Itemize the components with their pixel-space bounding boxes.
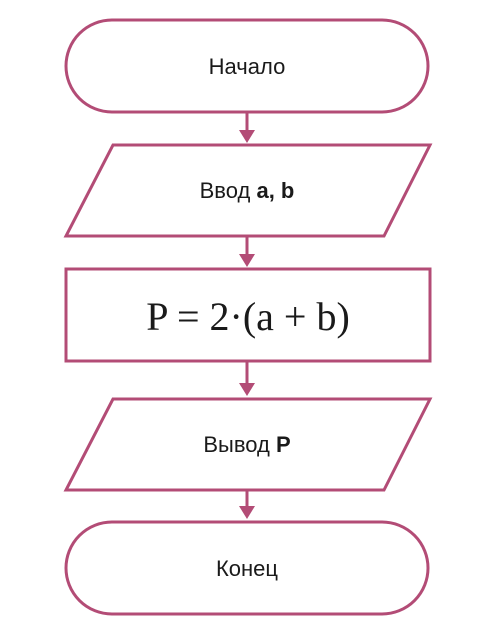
output-block: Вывод P <box>63 397 433 492</box>
input-block: Ввод a, b <box>63 143 433 238</box>
process-block: P = 2·(a + b) <box>64 267 432 363</box>
arrow-start-to-input <box>239 112 255 143</box>
output-label-vars: P <box>276 432 291 457</box>
output-label: Вывод P <box>203 432 290 457</box>
arrow-input-to-process <box>239 236 255 267</box>
arrow-process-to-output <box>239 361 255 396</box>
start-label: Начало <box>209 54 286 79</box>
output-label-prefix: Вывод <box>203 432 276 457</box>
input-label: Ввод a, b <box>200 178 295 203</box>
start-terminator: Начало <box>64 18 430 114</box>
arrow-output-to-end <box>239 490 255 519</box>
input-parallelogram <box>63 143 433 238</box>
input-label-vars: a, b <box>256 178 294 203</box>
process-rectangle <box>64 267 432 363</box>
input-label-prefix: Ввод <box>200 178 257 203</box>
end-terminator-shape <box>64 520 430 616</box>
end-label: Конец <box>216 556 278 581</box>
output-parallelogram <box>63 397 433 492</box>
end-terminator: Конец <box>64 520 430 616</box>
process-formula: P = 2·(a + b) <box>146 294 350 339</box>
